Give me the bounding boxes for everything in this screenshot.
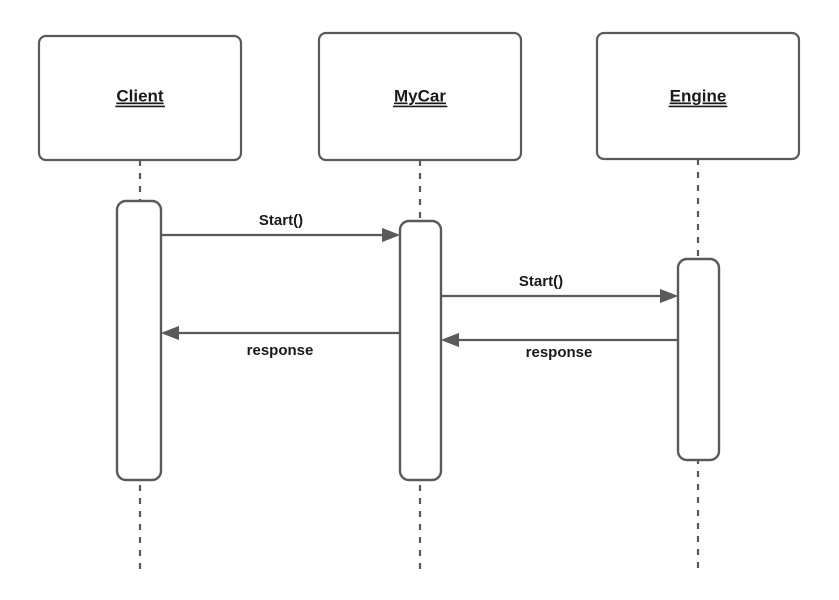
participant-box-client[interactable]	[37, 34, 243, 162]
message-label-start-1: Start()	[259, 212, 303, 229]
participant-engine[interactable]: Engine	[595, 31, 801, 161]
participant-label-engine: Engine	[670, 86, 727, 105]
arrow-head-right-overlay-1	[382, 228, 400, 242]
message-start-client-mycar[interactable]: Start()	[161, 212, 400, 242]
participant-label-mycar: MyCar	[394, 86, 446, 105]
message-label-start-2: Start()	[519, 273, 563, 290]
arrow-head-left-overlay-1	[161, 326, 179, 340]
message-label-response-2: response	[526, 344, 593, 361]
participant-mycar[interactable]: MyCar	[317, 31, 523, 162]
participant-label-client: Client	[116, 86, 164, 105]
arrow-head-left-overlay-2	[441, 333, 459, 347]
activation-bar-engine[interactable]	[676, 257, 721, 462]
activation-bars-group	[115, 199, 721, 482]
participant-client[interactable]: Client	[37, 34, 243, 162]
arrow-head-right-overlay-2	[660, 289, 678, 303]
message-start-mycar-engine[interactable]: Start()	[441, 273, 678, 303]
activation-bar-mycar[interactable]	[398, 219, 443, 482]
participant-box-mycar[interactable]	[317, 31, 523, 162]
message-response-mycar-client[interactable]: response	[161, 326, 400, 359]
arrowheads-overlay	[161, 228, 678, 347]
activation-bar-client[interactable]	[115, 199, 163, 482]
message-label-response-1: response	[247, 342, 314, 359]
message-response-engine-mycar[interactable]: response	[441, 333, 678, 361]
participant-box-engine[interactable]	[595, 31, 801, 161]
